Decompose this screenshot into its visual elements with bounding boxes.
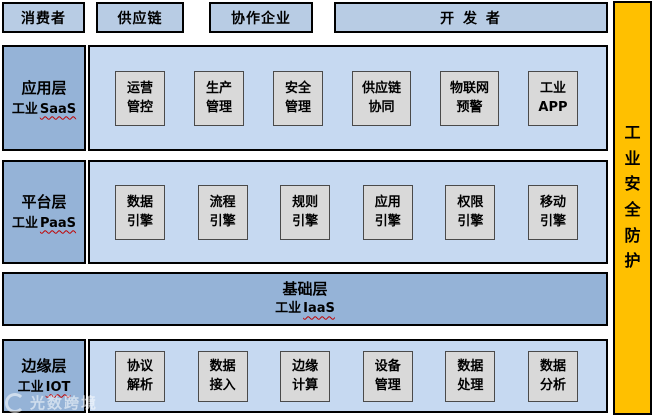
layer-subtitle-cn: 工业 <box>275 301 302 317</box>
layer-subtitle-cn: 工业 <box>11 101 38 117</box>
module-box: 运营 管控 <box>115 70 165 126</box>
module-box: 移动 引擎 <box>527 184 578 240</box>
module-box: 数据 分析 <box>527 350 578 402</box>
layer-name: 平台层 <box>21 193 67 211</box>
module-box: 数据 接入 <box>197 350 248 402</box>
actor-box-consumer: 消费者 <box>2 2 85 33</box>
module-box: 流程 引擎 <box>197 184 248 240</box>
module-box: 规则 引擎 <box>280 184 331 240</box>
layer-subtitle-cn: 工业 <box>17 379 44 395</box>
industrial-security-bar: 工 业 安 全 防 护 <box>613 1 652 415</box>
module-box: 设备 管理 <box>362 350 413 402</box>
module-box: 工业 APP <box>527 70 578 126</box>
module-box: 数据 引擎 <box>115 184 165 240</box>
module-box: 安全 管理 <box>272 70 323 126</box>
module-box: 协议 解析 <box>115 350 165 402</box>
module-box: 供应链 协同 <box>351 70 411 126</box>
security-bar-label: 工 业 安 全 防 护 <box>624 123 641 271</box>
module-box: 权限 引擎 <box>445 184 496 240</box>
layer-subtitle-en: PaaS <box>39 215 77 231</box>
layer-subtitle-en: IaaS <box>303 301 335 317</box>
layer-name: 应用层 <box>21 79 67 97</box>
platform-layer-body: 数据 引擎 流程 引擎 规则 引擎 应用 引擎 权限 引擎 移动 引擎 <box>88 160 608 264</box>
actor-box-supply-chain: 供应链 <box>96 2 184 33</box>
module-box: 数据 处理 <box>445 350 496 402</box>
actor-box-partner-enterprise: 协作企业 <box>209 2 313 33</box>
module-box: 边缘 计算 <box>280 350 331 402</box>
layer-subtitle-en: IOT <box>45 379 71 395</box>
layer-subtitle-en: SaaS <box>39 101 77 117</box>
edge-layer-body: 协议 解析 数据 接入 边缘 计算 设备 管理 数据 处理 数据 分析 <box>88 339 608 413</box>
application-layer-body: 运营 管控 生产 管理 安全 管理 供应链 协同 物联网 预警 工业 APP <box>88 45 608 151</box>
layer-name: 边缘层 <box>21 357 67 375</box>
actor-box-developer: 开 发 者 <box>334 2 608 33</box>
module-box: 应用 引擎 <box>362 184 413 240</box>
module-box: 物联网 预警 <box>439 70 499 126</box>
layer-name: 基础层 <box>282 280 328 299</box>
module-box: 生产 管理 <box>193 70 244 126</box>
layer-subtitle-cn: 工业 <box>11 215 38 231</box>
